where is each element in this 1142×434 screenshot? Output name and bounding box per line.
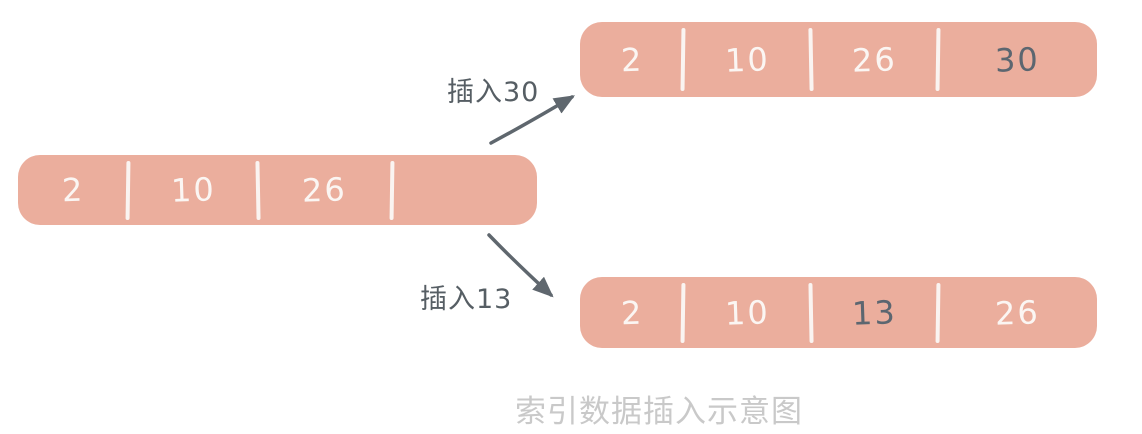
array-original: 2 10 26 <box>18 155 537 225</box>
cell-value: 2 <box>619 293 644 332</box>
inserted-cell-value: 30 <box>994 39 1041 80</box>
array-insert30-cell-3-inserted: 30 <box>938 22 1097 97</box>
cell-value: 10 <box>723 39 770 80</box>
array-insert13-cell-1: 10 <box>683 277 810 348</box>
cell-value: 10 <box>169 170 216 210</box>
array-original-cell-3-empty <box>392 155 537 225</box>
cell-value: 26 <box>301 170 348 210</box>
insert-13-label: 插入13 <box>420 284 513 315</box>
insert-30-label: 插入30 <box>447 77 540 108</box>
array-insert30-cell-1: 10 <box>683 22 810 97</box>
diagram-caption: 索引数据插入示意图 <box>515 394 803 430</box>
inserted-cell-value: 13 <box>851 292 898 333</box>
cell-value: 10 <box>723 292 770 333</box>
array-insert13-cell-2-inserted: 13 <box>811 277 938 348</box>
array-after-insert-30: 2 10 26 30 <box>580 22 1097 97</box>
array-after-insert-13: 2 10 13 26 <box>580 277 1097 348</box>
cell-value: 26 <box>851 39 898 80</box>
array-insert30-cell-2: 26 <box>811 22 938 97</box>
cell-value: 26 <box>994 292 1041 333</box>
array-insert13-cell-3: 26 <box>938 277 1097 348</box>
cell-value: 2 <box>619 40 644 79</box>
array-insert13-cell-0: 2 <box>580 277 683 348</box>
cell-value: 2 <box>61 170 85 210</box>
array-original-cell-2: 26 <box>258 155 392 225</box>
array-original-cell-1: 10 <box>128 155 258 225</box>
array-insert30-cell-0: 2 <box>580 22 683 97</box>
array-original-cell-0: 2 <box>18 155 128 225</box>
